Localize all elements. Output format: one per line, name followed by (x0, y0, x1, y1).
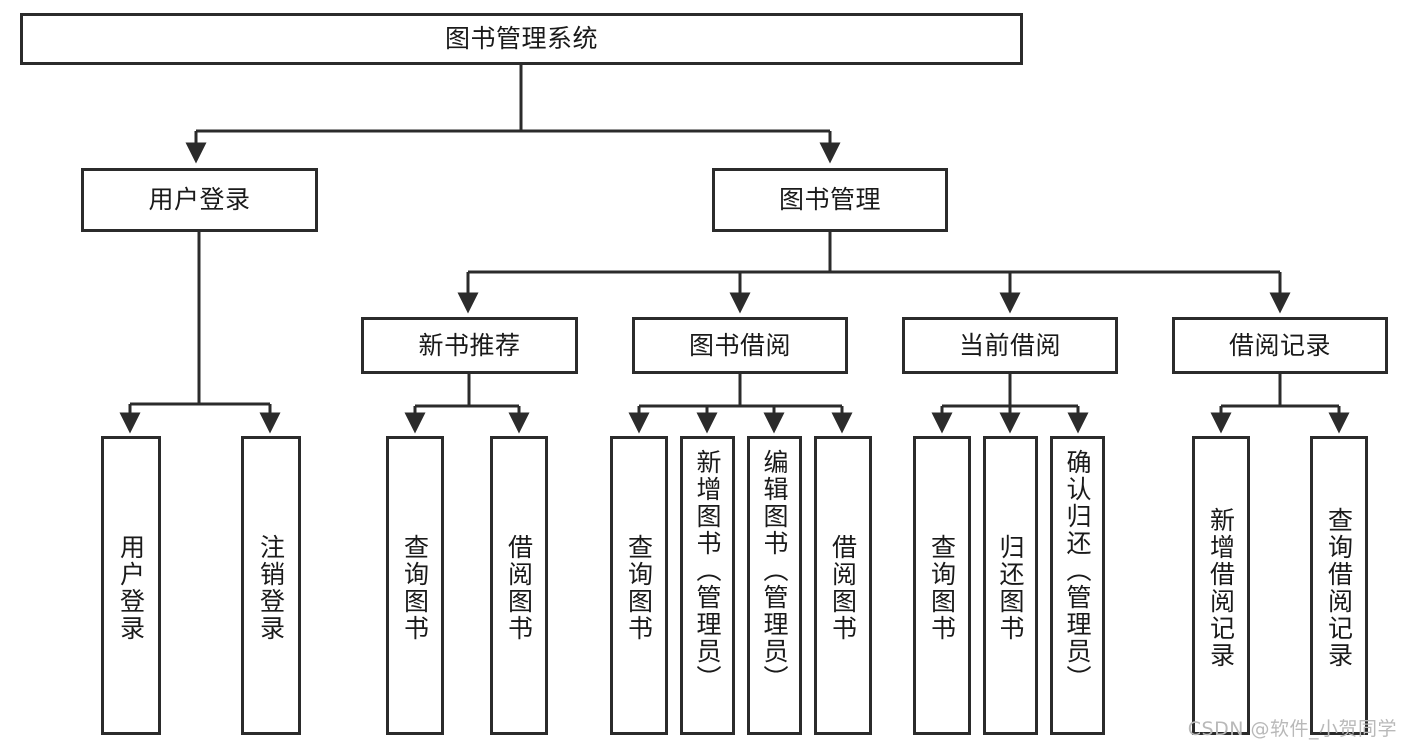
node-label: 用户登录 (148, 185, 251, 215)
node-borrow-record[interactable]: 借阅记录 (1172, 317, 1388, 374)
node-leaf-edit-book-admin[interactable]: 编辑图书（管理员） (747, 436, 802, 735)
node-leaf-user-login[interactable]: 用户登录 (101, 436, 161, 735)
node-label: 编辑图书（管理员） (760, 449, 789, 692)
node-leaf-query-book-borrow[interactable]: 查询图书 (610, 436, 668, 735)
node-leaf-query-book-recommend[interactable]: 查询图书 (386, 436, 444, 735)
node-label: 借阅图书 (504, 533, 534, 642)
node-current-borrow[interactable]: 当前借阅 (902, 317, 1118, 374)
node-label: 新增图书（管理员） (693, 449, 722, 692)
node-label: 图书管理 (778, 185, 881, 215)
node-user-login[interactable]: 用户登录 (81, 168, 318, 232)
watermark-text: CSDN @软件_小贺同学 (1187, 718, 1397, 740)
node-book-borrow[interactable]: 图书借阅 (632, 317, 848, 374)
node-leaf-add-book-admin[interactable]: 新增图书（管理员） (680, 436, 735, 735)
node-label: 新增借阅记录 (1206, 506, 1236, 669)
node-leaf-confirm-return-admin[interactable]: 确认归还（管理员） (1050, 436, 1105, 735)
node-leaf-query-borrow-record[interactable]: 查询借阅记录 (1310, 436, 1368, 735)
node-label: 归还图书 (996, 533, 1025, 642)
node-label: 图书借阅 (688, 330, 791, 360)
node-new-book-recommend[interactable]: 新书推荐 (361, 317, 578, 374)
node-root-book-management-system[interactable]: 图书管理系统 (20, 13, 1023, 65)
node-label: 查询借阅记录 (1324, 506, 1354, 669)
node-leaf-borrow-book[interactable]: 借阅图书 (814, 436, 872, 735)
node-label: 注销登录 (256, 533, 286, 642)
node-label: 查询图书 (400, 533, 430, 642)
node-label: 借阅记录 (1228, 330, 1331, 360)
node-label: 查询图书 (624, 533, 654, 642)
node-label: 查询图书 (927, 533, 957, 642)
node-leaf-add-borrow-record[interactable]: 新增借阅记录 (1192, 436, 1250, 735)
node-leaf-query-book-current[interactable]: 查询图书 (913, 436, 971, 735)
node-leaf-return-book[interactable]: 归还图书 (983, 436, 1038, 735)
node-label: 用户登录 (116, 533, 146, 642)
node-label: 确认归还（管理员） (1063, 449, 1092, 692)
node-label: 借阅图书 (828, 533, 858, 642)
node-leaf-borrow-book-recommend[interactable]: 借阅图书 (490, 436, 548, 735)
node-leaf-logout[interactable]: 注销登录 (241, 436, 301, 735)
node-label: 图书管理系统 (444, 24, 598, 54)
node-label: 新书推荐 (418, 330, 521, 360)
node-book-management[interactable]: 图书管理 (712, 168, 948, 232)
node-label: 当前借阅 (958, 330, 1061, 360)
